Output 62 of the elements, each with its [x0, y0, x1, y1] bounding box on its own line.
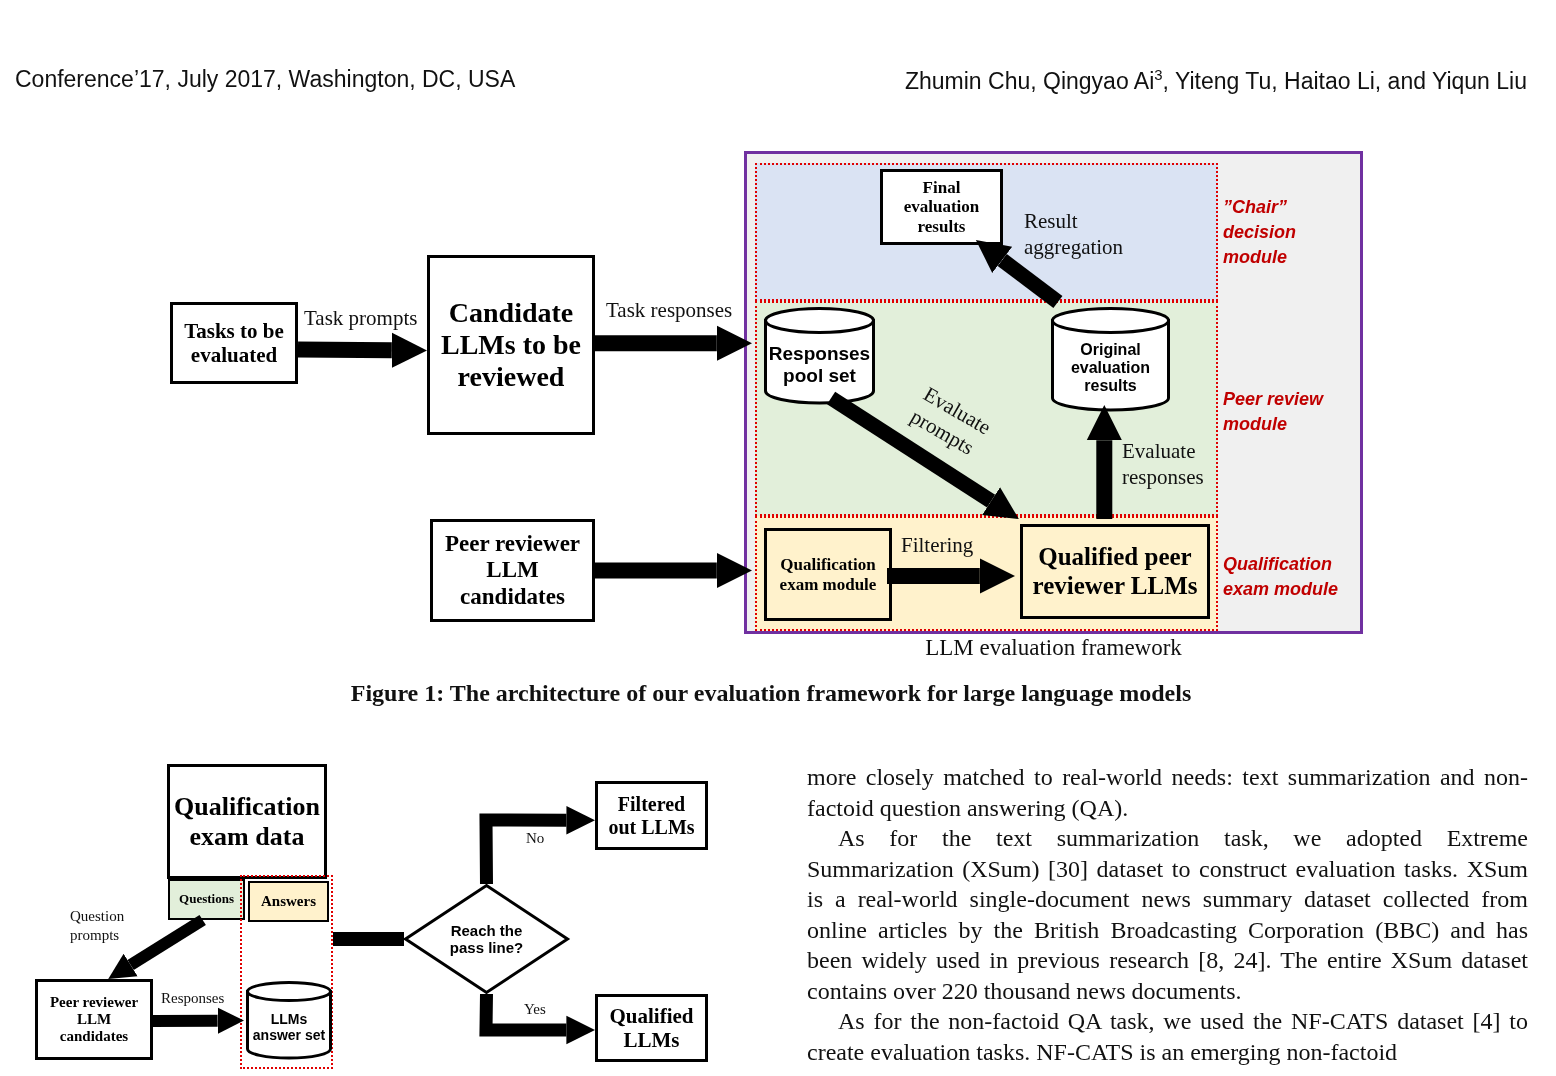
- edge-label: Responses: [161, 989, 225, 1008]
- node-label: Answers: [260, 892, 317, 911]
- arrow: [595, 325, 752, 361]
- arrow: [479, 805, 595, 885]
- arrow: [1086, 405, 1122, 519]
- process-box: [1020, 524, 1210, 619]
- process-box: [880, 169, 1003, 245]
- process-box: [764, 528, 892, 621]
- node-label: Qualified peer reviewer LLMs: [1031, 542, 1199, 601]
- process-box: [595, 994, 708, 1062]
- body-paragraph: As for the text summarization task, we adopted Extreme Summarization (XSum) [30] dataset to construct evaluation tasks. XSum is a real-world single-document news summary dataset collected from online articles by the British Broadcasting Corporation (BBC) and has been widely used in previous research [8, 24]. The entire XSum dataset contains over 220 thousand news documents.: [807, 824, 1528, 1006]
- node-label: Qualified LLMs: [608, 1003, 695, 1053]
- node-label: Peer reviewer LLM candidates: [443, 530, 582, 611]
- body-paragraph: As for the non-factoid QA task, we used the NF-CATS dataset [4] to create evaluation tasks. NF-CATS is an emerging non-factoid: [807, 1007, 1528, 1067]
- process-box: [167, 764, 327, 879]
- module-label: ”Chair” decision module: [1223, 196, 1298, 269]
- database-cylinder: [246, 981, 332, 1058]
- edge-label: Result aggregation: [1024, 208, 1125, 261]
- node-label: Original evaluation results: [1069, 339, 1152, 396]
- arrow: [479, 993, 595, 1045]
- process-box: [430, 519, 595, 622]
- arrow: [887, 558, 1015, 594]
- process-box: [595, 781, 708, 850]
- node-label: LLMs answer set: [251, 1009, 327, 1043]
- running-header: Conference’17, July 2017, Washington, DC, USA: [15, 66, 516, 93]
- running-header: Zhumin Chu, Qingyao Ai$^{3}$, Yiteng Tu, Haitao Li, and Yiqun Liu: [904, 66, 1527, 95]
- arrow: [595, 552, 752, 589]
- arrow: [975, 240, 1063, 308]
- database-cylinder: [764, 307, 875, 403]
- edge-label: Filtering: [901, 532, 974, 559]
- node-label: Responses pool set: [767, 341, 872, 387]
- dotted-group-outline: [240, 875, 333, 1069]
- decision-diamond: [404, 884, 569, 994]
- body-paragraph: more closely matched to real-world needs: text summarization and non-factoid question answering (QA).: [807, 763, 1528, 823]
- table-header-cell: [168, 879, 245, 920]
- arrow: [827, 391, 1019, 519]
- figure-caption: Figure 1: The architecture of our evaluation framework for large language models: [349, 680, 1193, 707]
- node-label: Questions: [178, 892, 235, 907]
- module-label: Qualification exam module: [1223, 553, 1340, 601]
- arrow: [152, 1007, 244, 1034]
- edge-label: Task responses: [606, 297, 733, 324]
- node-label: Qualification exam data: [173, 791, 321, 852]
- edge-label: Yes: [524, 1000, 546, 1019]
- module-label: Peer review module: [1223, 388, 1325, 436]
- process-box: [170, 302, 298, 384]
- process-box: [35, 979, 153, 1060]
- edge-label: Question prompts: [70, 907, 126, 945]
- edge-label: Evaluate responses: [1122, 438, 1205, 491]
- table-header-cell: [248, 881, 329, 922]
- node-label: Final evaluation results: [902, 177, 981, 237]
- node-label: Filtered out LLMs: [607, 792, 696, 839]
- database-cylinder: [1051, 307, 1170, 410]
- node-label: Tasks to be evaluated: [183, 318, 285, 368]
- edge-label: Task prompts: [304, 305, 418, 332]
- edge-label: No: [526, 829, 545, 848]
- node-label: Reach the pass line?: [448, 921, 525, 957]
- node-label: Candidate LLMs to be reviewed: [440, 296, 582, 394]
- node-label: Peer reviewer LLM candidates: [48, 993, 140, 1046]
- framework-title: LLM evaluation framework: [924, 635, 1183, 661]
- arrow: [297, 332, 427, 368]
- process-box: [427, 255, 595, 435]
- node-label: Qualification exam module: [778, 554, 878, 595]
